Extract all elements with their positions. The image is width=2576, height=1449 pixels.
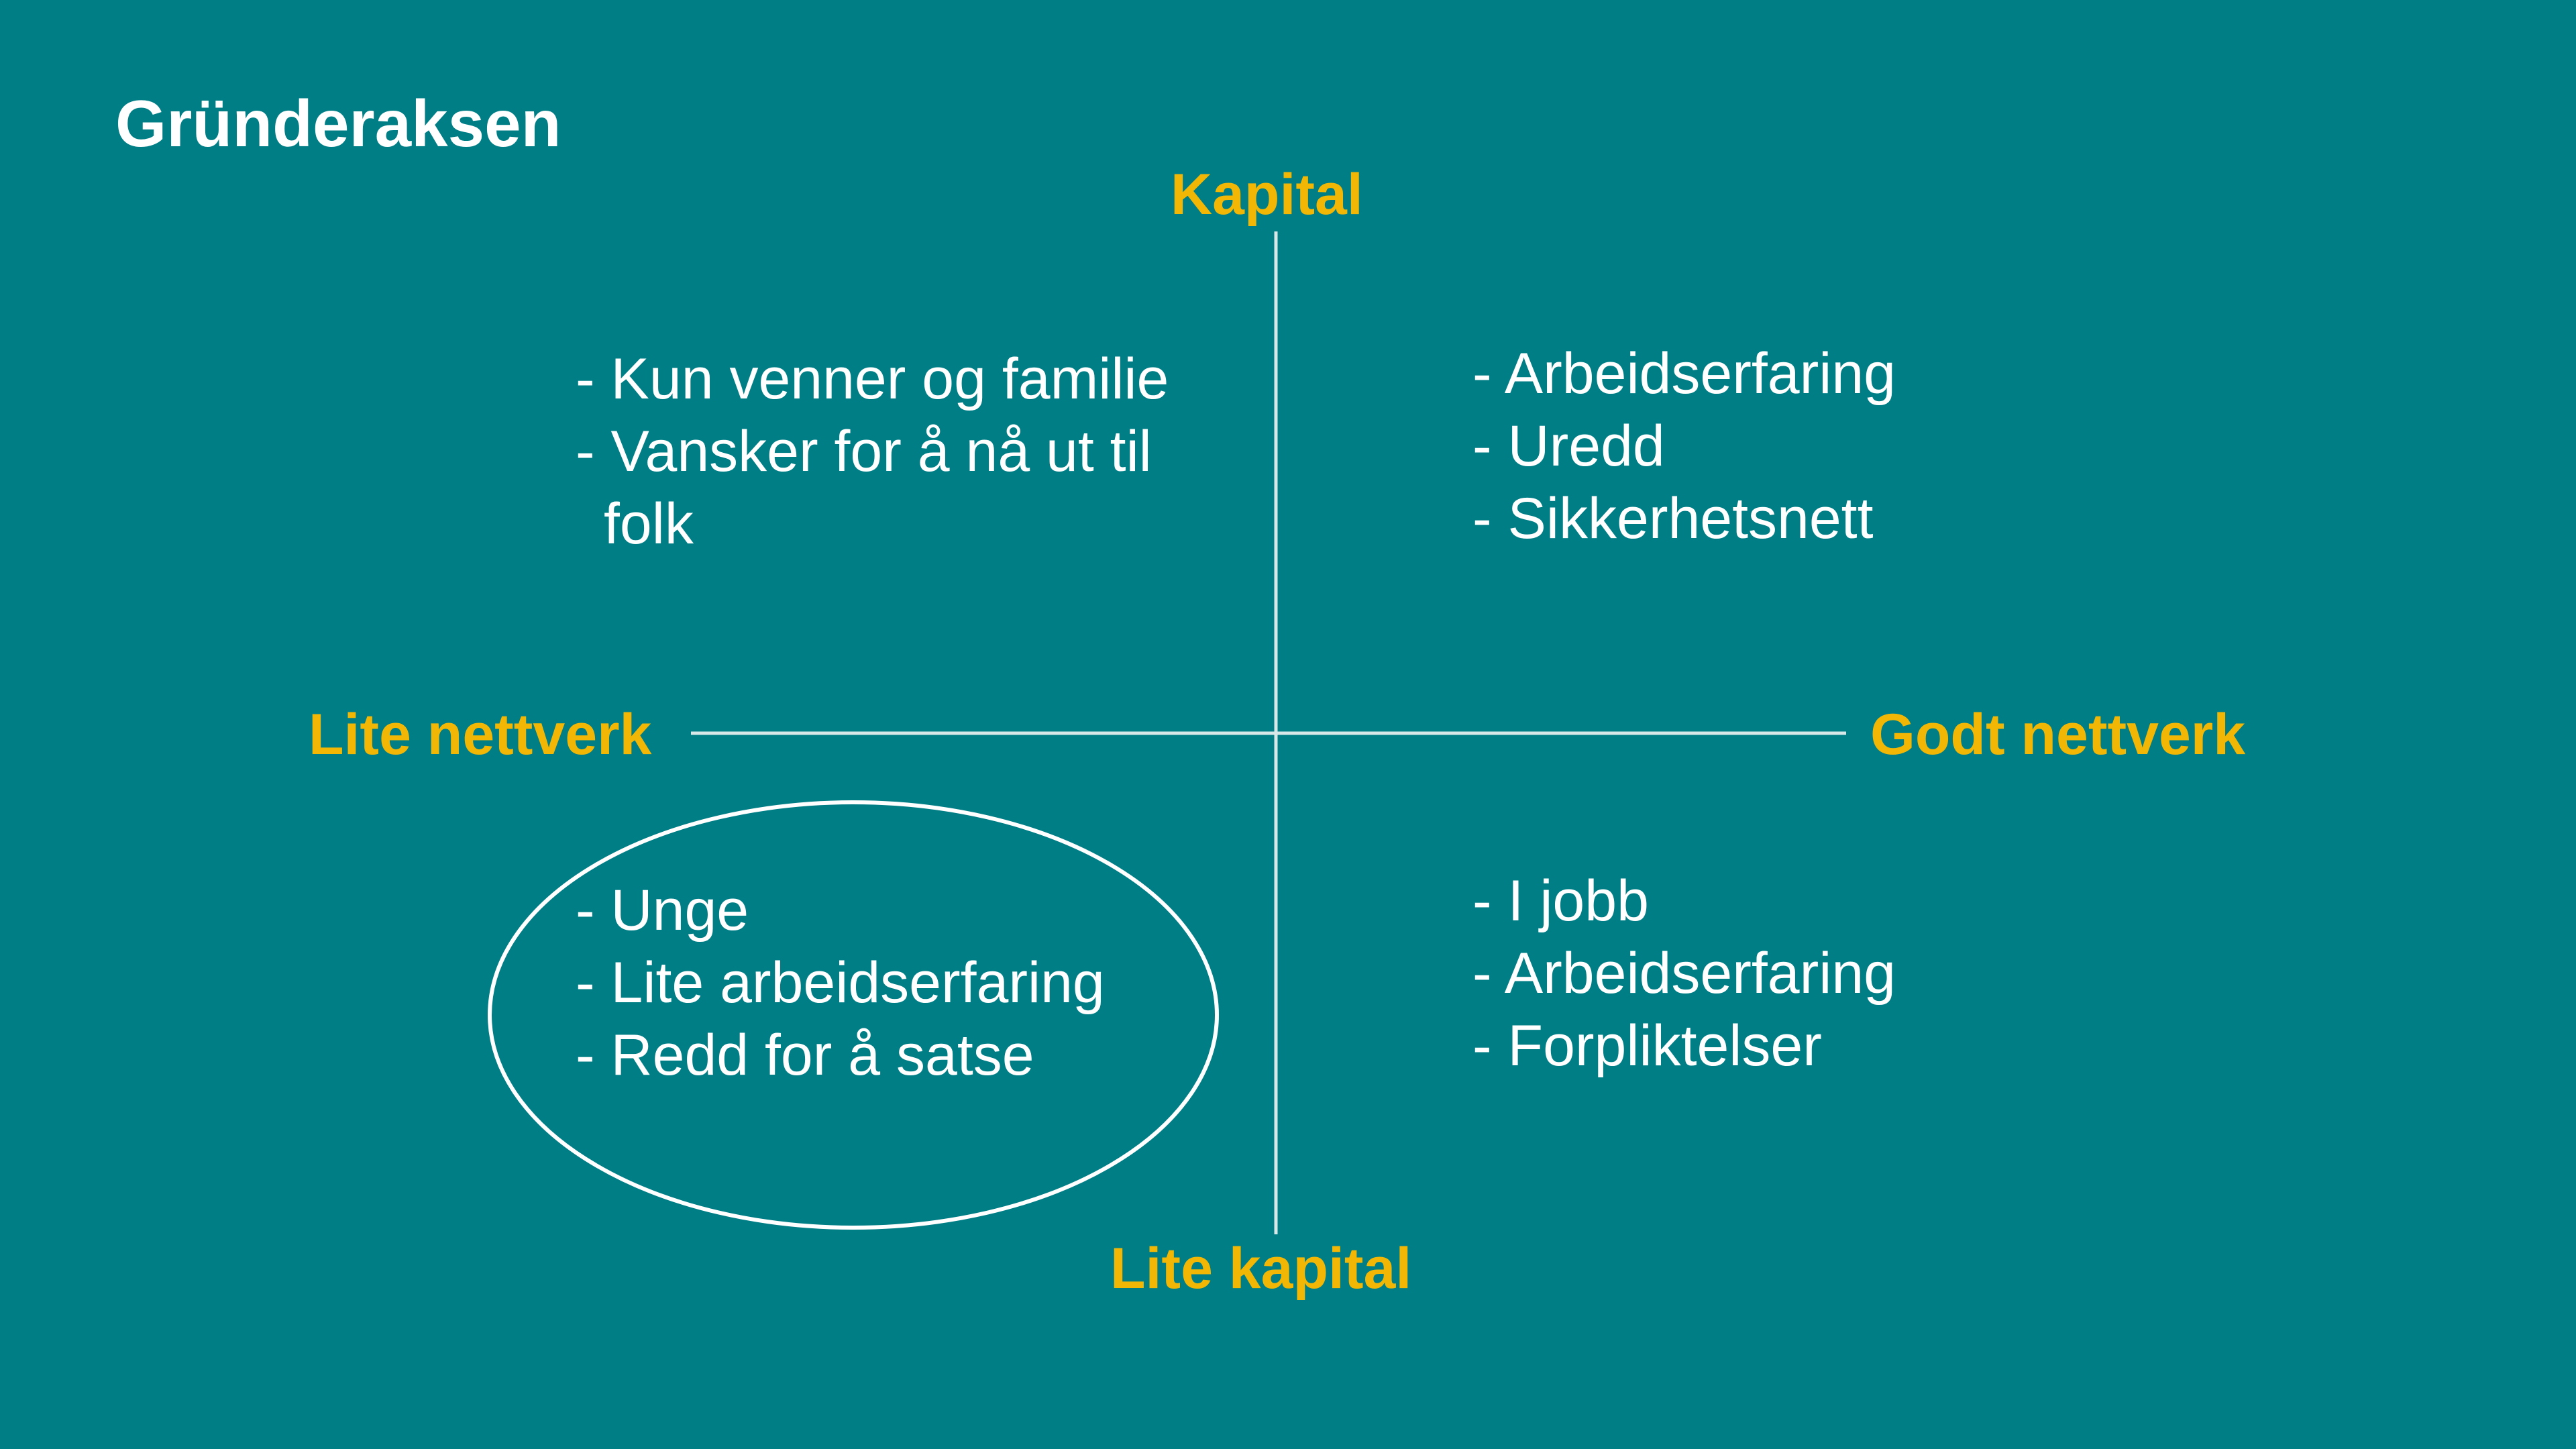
quadrant-item: - Arbeidserfaring — [1472, 941, 1896, 1006]
quadrant-item: - Unge — [576, 878, 749, 943]
quadrant-item: - Redd for å satse — [576, 1023, 1034, 1087]
quadrant-item: - Forpliktelser — [1472, 1014, 1822, 1078]
quadrant-item: - Uredd — [1472, 414, 1665, 478]
quadrant-bottom-left: - Unge - Lite arbeidserfaring - Redd for… — [576, 874, 1105, 1091]
quadrant-top-left: - Kun venner og familie - Vansker for å … — [576, 343, 1221, 560]
quadrant-item: - Kun venner og familie — [576, 347, 1169, 411]
quadrant-item: - Lite arbeidserfaring — [576, 951, 1105, 1015]
quadrant-item: - Sikkerhetsnett — [1472, 486, 1874, 551]
page-title: Gründeraksen — [115, 87, 561, 160]
quadrant-item: - Vansker for å nå ut til folk — [576, 419, 1152, 556]
axis-label-lite-nettverk: Lite nettverk — [309, 702, 652, 767]
quadrant-item: - I jobb — [1472, 869, 1649, 933]
axis-label-kapital: Kapital — [1171, 162, 1363, 227]
axis-label-lite-kapital: Lite kapital — [1110, 1236, 1412, 1301]
highlight-ellipse — [488, 800, 1219, 1230]
axis-label-godt-nettverk: Godt nettverk — [1870, 702, 2246, 767]
quadrant-bottom-right: - I jobb - Arbeidserfaring - Forpliktels… — [1472, 865, 1896, 1082]
quadrant-item: - Arbeidserfaring — [1472, 341, 1896, 406]
quadrant-top-right: - Arbeidserfaring - Uredd - Sikkerhetsne… — [1472, 337, 1896, 555]
